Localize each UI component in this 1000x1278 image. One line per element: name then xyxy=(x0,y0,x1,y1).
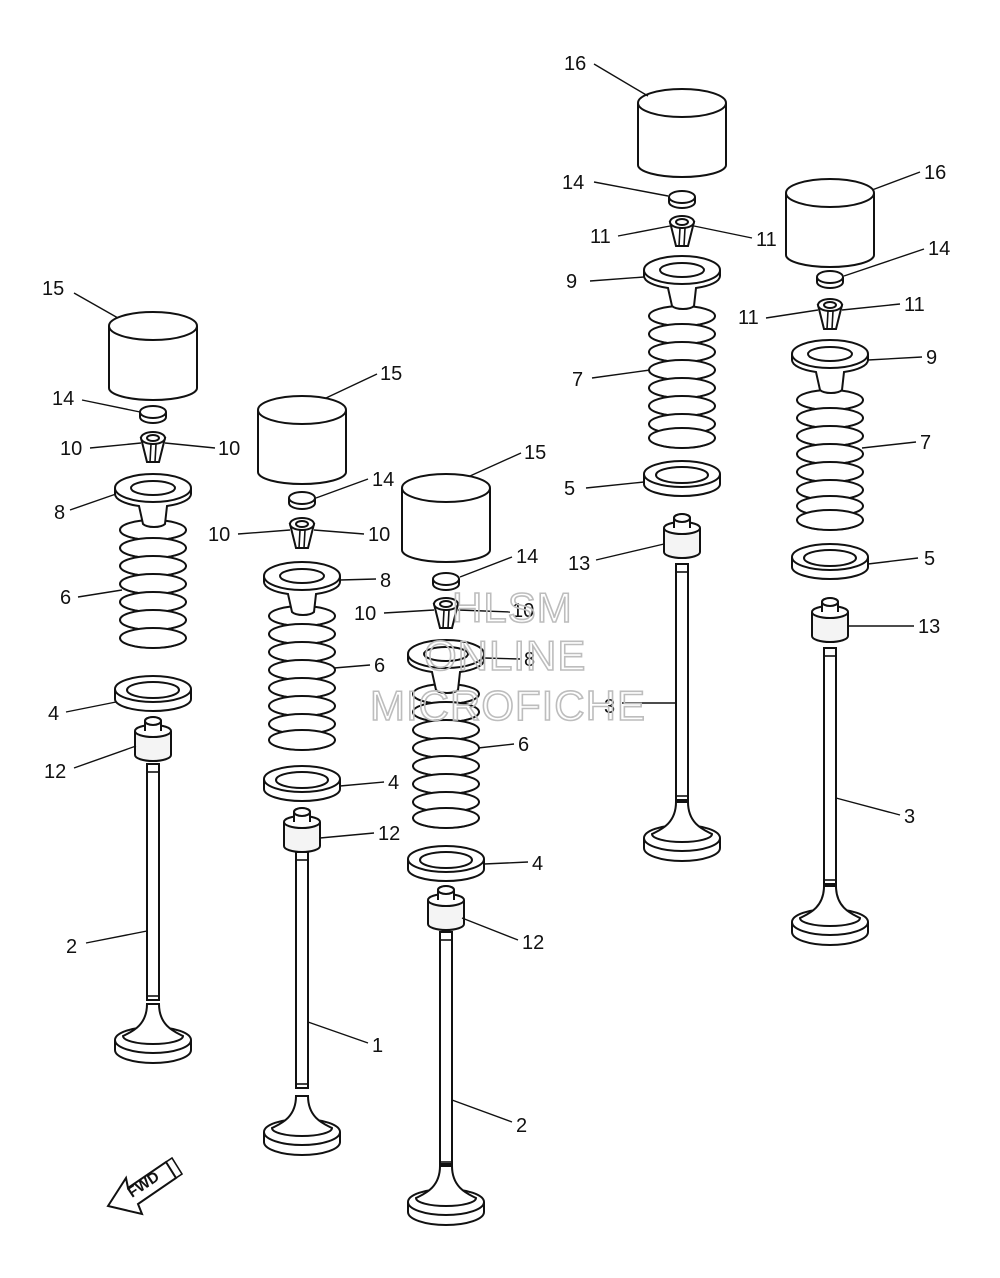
callout: 15 xyxy=(42,278,64,300)
valve-part-1 xyxy=(263,851,341,1156)
callout: 3 xyxy=(904,806,915,828)
callout: 7 xyxy=(920,432,931,454)
valve-part-3 xyxy=(791,647,869,946)
valve-part-2 xyxy=(114,763,192,1064)
callout: 5 xyxy=(564,478,575,500)
retainer-part-9 xyxy=(791,339,869,395)
spring-seat-part-5 xyxy=(791,543,869,580)
callout: 10 xyxy=(368,524,390,546)
retainer-part-9 xyxy=(643,255,721,311)
callout: 3 xyxy=(604,696,615,718)
callout: 4 xyxy=(388,772,399,794)
callout: 11 xyxy=(738,307,759,329)
spring-seat-part-4 xyxy=(407,845,485,882)
callout: 10 xyxy=(208,524,230,546)
valve-assembly-center xyxy=(401,473,491,1226)
callout: 13 xyxy=(568,553,590,575)
valve-part-2 xyxy=(407,931,485,1226)
spring-part-6 xyxy=(119,519,187,649)
callout: 10 xyxy=(354,603,376,625)
callout: 9 xyxy=(926,347,937,369)
stem-seal-part-13 xyxy=(663,513,701,559)
callout: 10 xyxy=(218,438,240,460)
valve-assembly-center-right xyxy=(637,88,727,862)
callout: 1 xyxy=(372,1035,383,1057)
shim-part-14 xyxy=(816,270,844,289)
retainer-part-8 xyxy=(263,561,341,617)
valve-assembly-right xyxy=(785,178,875,946)
callout: 13 xyxy=(918,616,940,638)
spring-part-6 xyxy=(268,605,336,751)
callout: 5 xyxy=(924,548,935,570)
callout: 7 xyxy=(572,369,583,391)
spring-seat-part-4 xyxy=(263,765,341,802)
cotter-part-10 xyxy=(289,517,315,549)
callout: 8 xyxy=(380,570,391,592)
callout: 15 xyxy=(380,363,402,385)
spring-part-7 xyxy=(796,389,864,531)
tappet-part-15 xyxy=(257,395,347,485)
watermark-line-3: MICROFICHE xyxy=(370,682,646,729)
callout: 2 xyxy=(516,1115,527,1137)
callout: 9 xyxy=(566,271,577,293)
cotter-part-11 xyxy=(817,298,843,330)
watermark: HLSM ONLINE MICROFICHE xyxy=(369,583,646,730)
stem-seal-part-13 xyxy=(811,597,849,643)
shim-part-14 xyxy=(139,405,167,424)
callout: 14 xyxy=(516,546,538,568)
callout: 14 xyxy=(52,388,74,410)
callout: 14 xyxy=(562,172,584,194)
callout: 11 xyxy=(590,226,611,248)
watermark-line-2: ONLINE xyxy=(424,632,586,679)
tappet-part-16 xyxy=(785,178,875,268)
callout-labels: 15 14 10 10 8 6 4 12 2 15 14 10 10 8 6 4… xyxy=(42,53,950,1137)
spring-seat-part-4 xyxy=(114,675,192,712)
cotter-part-11 xyxy=(669,215,695,247)
callout: 11 xyxy=(756,229,777,251)
callout: 4 xyxy=(48,703,59,725)
valve-part-3 xyxy=(643,563,721,862)
callout: 16 xyxy=(564,53,586,75)
callout: 8 xyxy=(524,649,535,671)
valve-assembly-left xyxy=(108,311,198,1064)
stem-seal-part-12 xyxy=(427,885,465,931)
stem-seal-part-12 xyxy=(283,807,321,853)
leader-lines xyxy=(65,63,925,1123)
shim-part-14 xyxy=(288,491,316,510)
callout: 10 xyxy=(512,600,534,622)
callout: 16 xyxy=(924,162,946,184)
spring-part-7 xyxy=(648,305,716,449)
callout: 12 xyxy=(522,932,544,954)
forward-direction-arrow: FWD xyxy=(106,1156,184,1216)
spring-seat-part-5 xyxy=(643,460,721,497)
callout: 15 xyxy=(524,442,546,464)
callout: 6 xyxy=(60,587,71,609)
valve-assembly-center-left xyxy=(257,395,347,1156)
callout: 4 xyxy=(532,853,543,875)
callout: 12 xyxy=(44,761,66,783)
callout: 14 xyxy=(372,469,394,491)
callout: 11 xyxy=(904,294,925,316)
callout: 2 xyxy=(66,936,77,958)
tappet-part-15 xyxy=(401,473,491,563)
callout: 14 xyxy=(928,238,950,260)
callout: 8 xyxy=(54,502,65,524)
callout: 6 xyxy=(374,655,385,677)
retainer-part-8 xyxy=(114,473,192,529)
stem-seal-part-12 xyxy=(134,716,172,762)
tappet-part-15 xyxy=(108,311,198,401)
shim-part-14 xyxy=(668,190,696,209)
callout: 10 xyxy=(60,438,82,460)
callout: 6 xyxy=(518,734,529,756)
watermark-line-1: HLSM xyxy=(452,584,573,631)
cotter-part-10 xyxy=(140,431,166,463)
callout: 12 xyxy=(378,823,400,845)
tappet-part-16 xyxy=(637,88,727,178)
